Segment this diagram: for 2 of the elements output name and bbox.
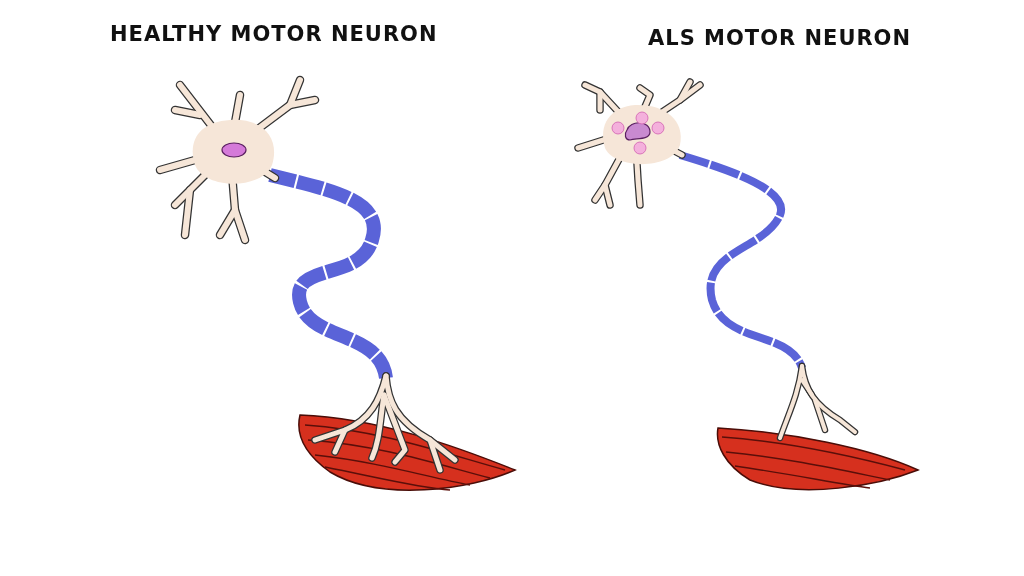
heading: ALS MOTOR NEURON <box>648 26 912 50</box>
heading: HEALTHY MOTOR NEURON <box>110 22 438 46</box>
